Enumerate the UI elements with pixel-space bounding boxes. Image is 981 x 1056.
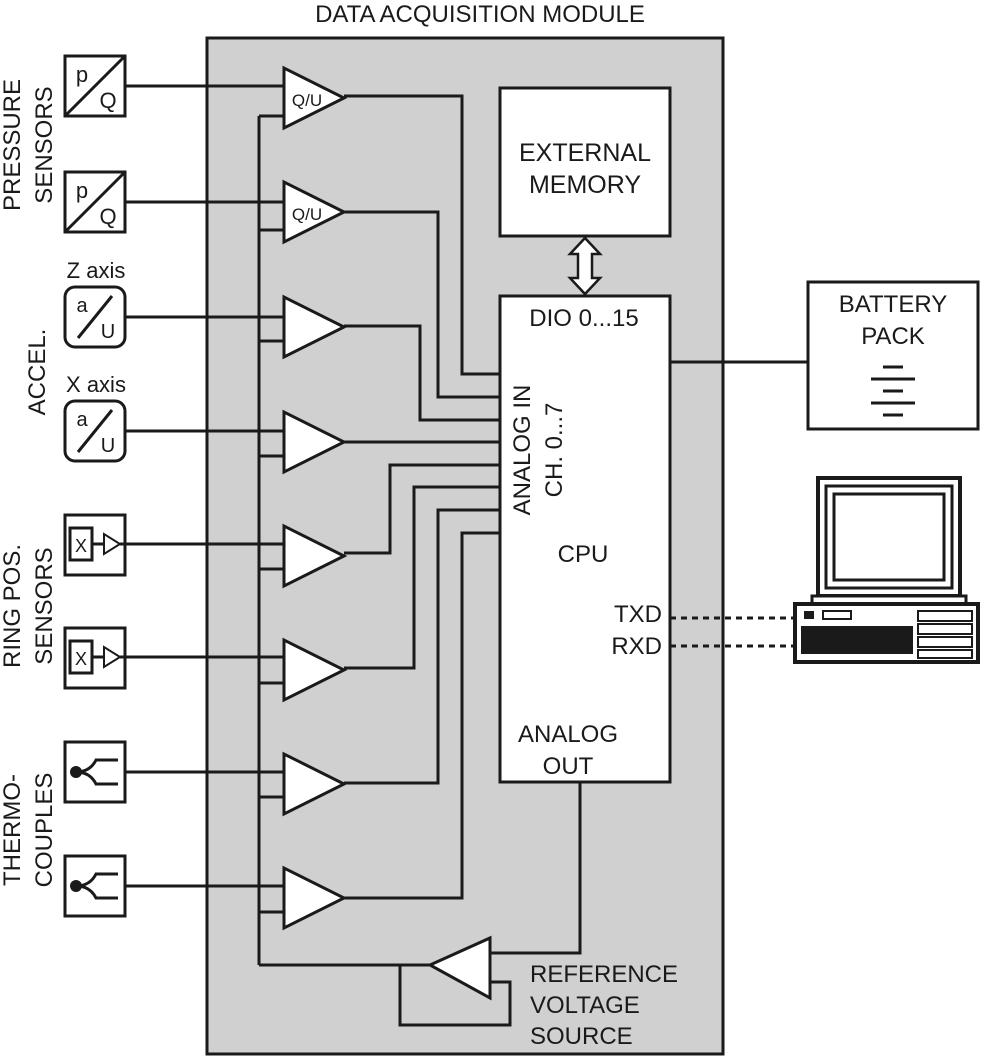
analog-in-channels-label: CH. 0...7 xyxy=(541,403,568,498)
svg-text:Q: Q xyxy=(99,88,116,113)
battery-icon xyxy=(871,365,915,417)
svg-text:a: a xyxy=(76,295,88,317)
diagram-title: DATA ACQUISITION MODULE xyxy=(315,1,645,28)
amplifier-3 xyxy=(282,294,348,360)
accelerometer-x: a U xyxy=(63,399,127,463)
svg-text:EXTERNAL: EXTERNAL xyxy=(519,139,651,167)
svg-text:COUPLES: COUPLES xyxy=(31,773,58,888)
x-axis-label: X axis xyxy=(66,372,126,397)
external-memory-block: EXTERNAL MEMORY xyxy=(498,86,672,238)
amplifier-6 xyxy=(282,637,348,703)
pressure-sensor-2: p Q xyxy=(63,170,127,234)
svg-text:BATTERY: BATTERY xyxy=(839,291,947,318)
svg-text:PRESSURE: PRESSURE xyxy=(0,79,26,211)
svg-text:X: X xyxy=(75,649,87,669)
svg-text:U: U xyxy=(101,435,115,457)
svg-text:VOLTAGE: VOLTAGE xyxy=(530,992,640,1019)
analog-out-line xyxy=(490,782,582,955)
analog-channel-lines xyxy=(344,94,500,900)
amplifier-4 xyxy=(282,409,348,475)
accel-label: ACCEL. xyxy=(24,329,51,416)
cpu-block: DIO 0...15 ANALOG IN CH. 0...7 CPU TXD R… xyxy=(498,294,672,784)
thermocouple-2 xyxy=(63,854,127,918)
svg-text:REFERENCE: REFERENCE xyxy=(530,961,678,988)
svg-text:RING POS.: RING POS. xyxy=(0,544,26,668)
pressure-sensor-1: p Q xyxy=(63,54,127,118)
battery-pack-block: BATTERY PACK xyxy=(806,280,980,431)
svg-text:SOURCE: SOURCE xyxy=(530,1023,633,1050)
amplifier-5 xyxy=(282,523,348,589)
computer-icon xyxy=(793,476,980,664)
svg-text:Q/U: Q/U xyxy=(292,91,322,110)
svg-text:MEMORY: MEMORY xyxy=(529,171,641,199)
svg-text:OUT: OUT xyxy=(543,753,594,780)
svg-text:X: X xyxy=(75,536,87,556)
ring-position-sensor-1: X xyxy=(63,513,127,577)
svg-text:SENSORS: SENSORS xyxy=(31,86,58,203)
svg-text:U: U xyxy=(101,321,115,343)
svg-text:p: p xyxy=(76,62,88,87)
ring-position-sensor-2: X xyxy=(63,626,127,690)
accelerometer-z: a U xyxy=(63,285,127,349)
svg-text:Q/U: Q/U xyxy=(292,205,322,224)
svg-text:SENSORS: SENSORS xyxy=(31,547,58,664)
rxd-label: RXD xyxy=(611,633,662,660)
thermocouple-1 xyxy=(63,740,127,804)
reference-voltage-amplifier xyxy=(398,935,512,1027)
svg-text:a: a xyxy=(76,409,88,431)
amplifier-2: Q/U xyxy=(282,179,348,245)
amplifier-1: Q/U xyxy=(282,65,348,131)
analog-out-label: ANALOG xyxy=(518,721,618,748)
z-axis-label: Z axis xyxy=(67,258,126,283)
pressure-sensors-label: PRESSURE SENSORS xyxy=(0,79,58,211)
dio-label: DIO 0...15 xyxy=(529,305,638,332)
analog-in-label: ANALOG IN xyxy=(509,385,536,516)
svg-text:p: p xyxy=(76,178,88,203)
svg-text:PACK: PACK xyxy=(861,323,925,350)
svg-text:Q: Q xyxy=(99,204,116,229)
reference-voltage-label: REFERENCE VOLTAGE SOURCE xyxy=(530,961,678,1050)
ring-pos-sensors-label: RING POS. SENSORS xyxy=(0,544,58,668)
memory-bus-arrow xyxy=(567,236,603,296)
serial-lines xyxy=(670,616,795,648)
txd-label: TXD xyxy=(614,601,662,628)
cpu-label: CPU xyxy=(558,541,609,568)
amplifier-8 xyxy=(282,865,348,931)
amplifier-7 xyxy=(282,751,348,817)
svg-text:THERMO-: THERMO- xyxy=(0,774,26,886)
thermocouples-label: THERMO- COUPLES xyxy=(0,773,58,888)
